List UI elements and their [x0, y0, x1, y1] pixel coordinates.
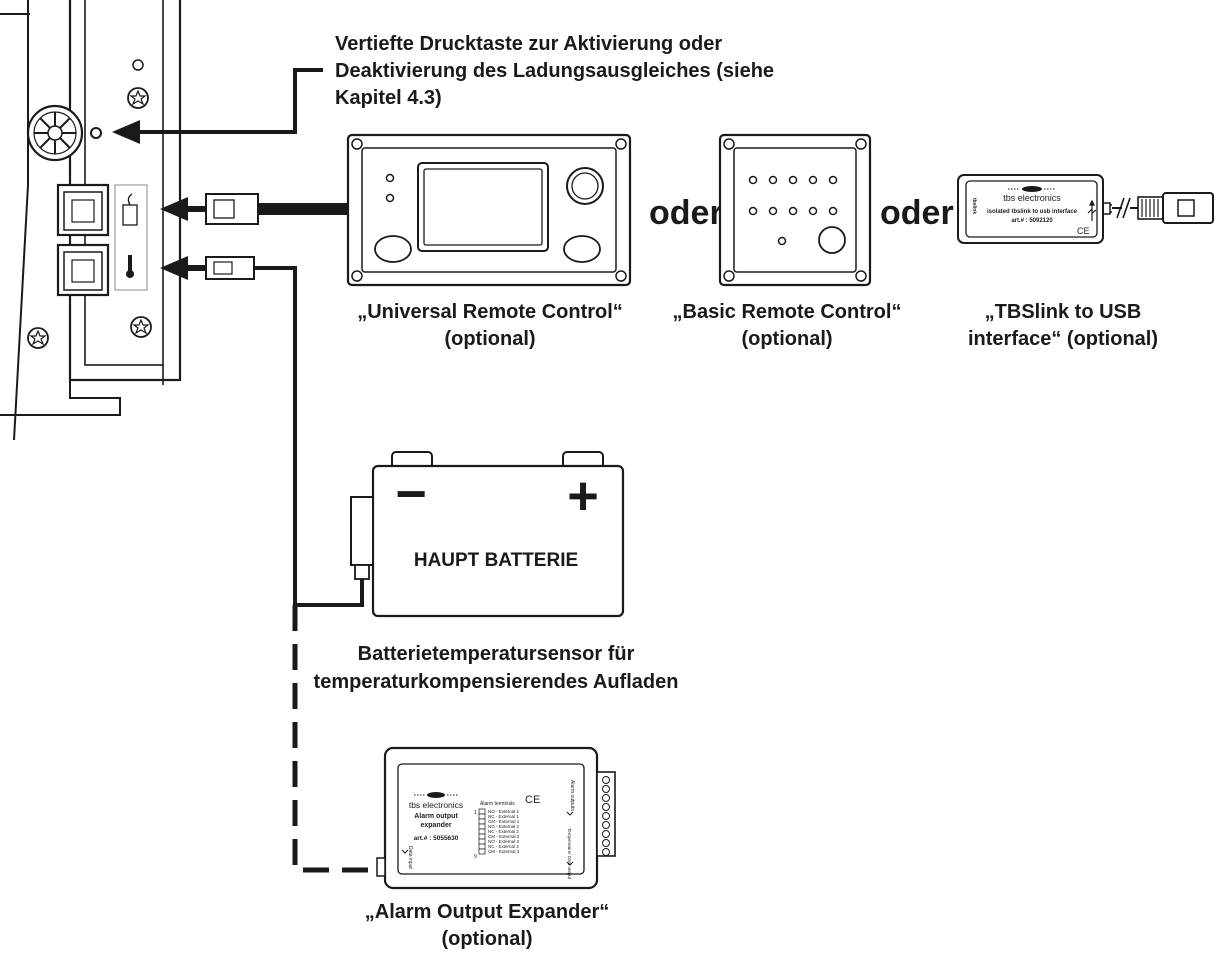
alarm-terminal: NO - External 1 [488, 809, 520, 814]
push-button-pointer-arrow [112, 68, 323, 144]
push-button-note-line-1: Vertiefte Drucktaste zur Aktivierung ode… [335, 33, 722, 55]
alarm-terminals-title: Alarm terminals [480, 801, 515, 807]
alarm-ce-mark: CE [525, 794, 540, 806]
recessed-push-button [90, 127, 102, 139]
alarm-expander-dashed-cable [292, 605, 378, 873]
alarm-terminal: CM - External 1 [488, 819, 520, 824]
display-screen [417, 162, 549, 252]
alarm-terminal: NC - External 2 [488, 829, 519, 834]
data-input-arrow-icon [401, 849, 409, 854]
battery-temperature-sensor [350, 496, 374, 580]
tbs-logo-icon [427, 792, 445, 798]
alarm-terminal: NO - External 3 [488, 839, 520, 844]
battery-plus-terminal: + [567, 466, 599, 526]
temperature-cable-arrow [160, 256, 364, 607]
fan-vent-icon [26, 104, 84, 162]
alarm-expander-optional: (optional) [441, 928, 532, 950]
oder-separator-1: oder [649, 194, 723, 232]
push-button-note-line-3: Kapitel 4.3) [335, 87, 442, 109]
battery-label: HAUPT BATTERIE [414, 550, 578, 571]
alarm-terminal: CM - External 3 [488, 849, 520, 854]
oder-separator-2: oder [880, 194, 954, 232]
rj12-temperature-port [56, 243, 110, 297]
screw-icon [27, 327, 49, 349]
temperature-output-arrow-icon [566, 861, 574, 866]
universal-remote-control [346, 133, 632, 287]
alarm-title-line-1: Alarm output [414, 813, 458, 820]
tbslink-article-number: art.# : 5092120 [1011, 218, 1053, 224]
alarm-terminal: NC - External 3 [488, 844, 519, 849]
alarm-expander-caption: „Alarm Output Expander“ [365, 901, 609, 923]
alarm-terminal: CM - External 2 [488, 834, 520, 839]
ce-mark: CE [1077, 226, 1090, 236]
remote-control-icon [122, 193, 138, 226]
usb-plug-icon [1137, 192, 1214, 224]
charger-housing [0, 0, 182, 441]
alarm-terminal-first-number: 1 [474, 810, 477, 816]
battery-minus-terminal: − [395, 464, 427, 524]
remote-cable-arrow [160, 193, 348, 225]
tbslink-description: isolated tbslink to usb interface [987, 209, 1078, 215]
tbs-logo-icon [1022, 186, 1042, 192]
tbslink-caption-line-1: „TBSlink to USB [985, 301, 1142, 323]
alarm-terminal: NO - External 2 [488, 824, 520, 829]
basic-remote-optional: (optional) [741, 328, 832, 350]
alarm-temperature-output-label: Temperature/ Data output [567, 828, 572, 880]
alarm-data-input-label: Data input [407, 846, 413, 869]
sensor-caption-line-2: temperaturkompensierendes Aufladen [314, 671, 679, 693]
led-indicator [385, 173, 395, 183]
push-button-note-line-2: Deaktivierung des Ladungsausgleiches (si… [335, 60, 774, 82]
sensor-caption-line-1: Batterietemperatursensor für [358, 643, 635, 665]
tbslink-usb-interface: tbs electronics isolated tbslink to usb … [957, 174, 1214, 244]
alarm-terminal: NC - External 1 [488, 814, 519, 819]
alarm-terminal-last-number: 9 [474, 854, 477, 860]
universal-remote-optional: (optional) [444, 328, 535, 350]
led-indicator [385, 193, 395, 203]
basic-remote-caption: „Basic Remote Control“ [673, 301, 902, 323]
alarm-outputs-label: Alarm outputs [569, 780, 575, 811]
alarm-brand: tbs electronics [409, 800, 463, 810]
tbslink-side-label: tbslink [971, 198, 977, 214]
alarm-output-expander: tbs electronics Alarm output expander ar… [376, 746, 616, 890]
tbslink-brand: tbs electronics [1003, 193, 1061, 203]
led-indicator-row [748, 175, 838, 246]
universal-remote-caption: „Universal Remote Control“ [357, 301, 623, 323]
screw-icon [127, 87, 149, 109]
basic-remote-control [718, 133, 872, 287]
rj12-remote-port [56, 183, 110, 237]
thermometer-icon [126, 255, 134, 278]
remote-button [563, 235, 601, 263]
remote-button [374, 235, 412, 263]
screw-icon [130, 316, 152, 338]
main-battery: − + HAUPT BATTERIE [371, 451, 625, 618]
remote-button [818, 226, 846, 254]
tbslink-caption-line-2: interface“ (optional) [968, 328, 1158, 350]
usb-icon [1087, 199, 1097, 221]
alarm-title-line-2: expander [420, 822, 451, 829]
alarm-outputs-arrow-icon [566, 811, 574, 816]
alarm-article-number: art.# : 5055630 [414, 835, 459, 842]
